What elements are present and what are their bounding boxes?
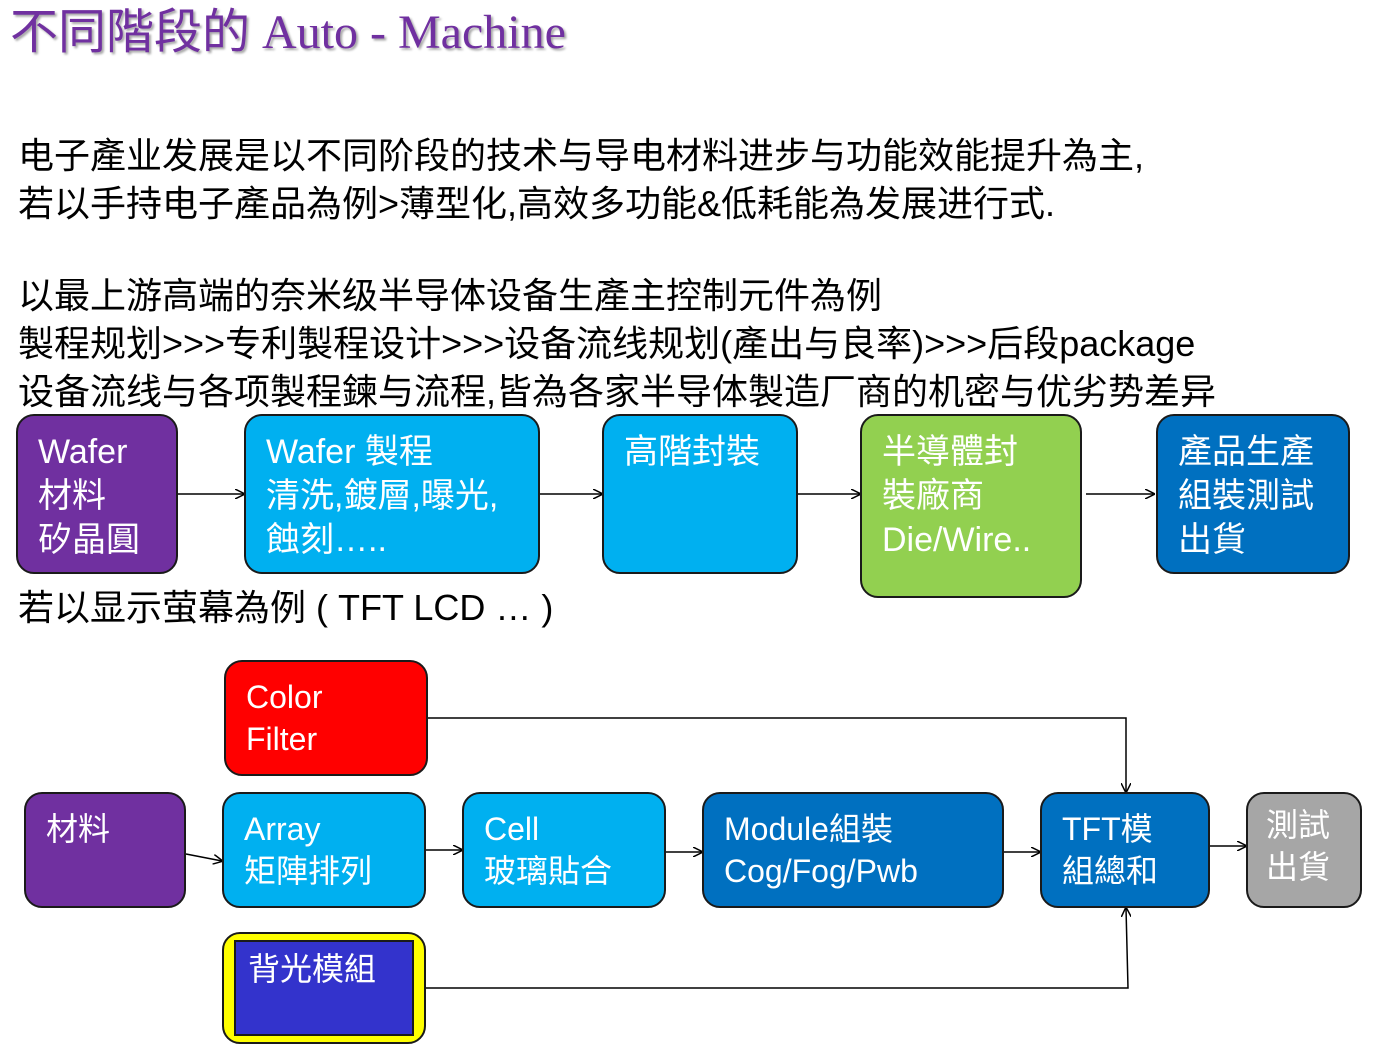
box-line: 材料	[38, 477, 106, 515]
display-example-text: 若以显示萤幕為例 ( TFT LCD … )	[18, 587, 554, 628]
box-line: 背光模組	[248, 951, 377, 987]
box-line: TFT模	[1062, 811, 1153, 847]
box-line: Cog/Fog/Pwb	[724, 853, 918, 889]
box-line: 矽晶圓	[38, 521, 140, 559]
tft-module-box: TFT模 組總和	[1040, 792, 1210, 908]
box-line: 清洗,鍍層,曝光,	[266, 477, 499, 515]
semiconductor-packaging-box: 半導體封 裝廠商 Die/Wire..	[860, 414, 1082, 598]
color-filter-box: Color Filter	[224, 660, 428, 776]
material-box: 材料	[24, 792, 186, 908]
box-line: Color	[246, 679, 323, 715]
flow2-arrow-backlight-tft	[426, 908, 1128, 989]
box-line: Array	[244, 811, 321, 847]
intro-line-1: 电子產业发展是以不同阶段的技术与导电材料进步与功能效能提升為主,	[18, 135, 1145, 176]
box-line: Module組裝	[724, 811, 893, 847]
box-line: 玻璃貼合	[484, 853, 613, 889]
box-line: 測試	[1266, 807, 1331, 843]
backlight-module-box: 背光模組	[222, 932, 426, 1044]
box-line: 出貨	[1266, 849, 1331, 885]
test-shipping-box: 測試 出貨	[1246, 792, 1362, 908]
box-line: 材料	[46, 811, 111, 847]
wafer-process-box: Wafer 製程 清洗,鍍層,曝光, 蝕刻…..	[244, 414, 540, 574]
page-title: 不同階段的 Auto - Machine	[10, 6, 566, 59]
product-assembly-box: 產品生產 組裝測試 出貨	[1156, 414, 1350, 574]
advanced-packaging-box: 高階封裝	[602, 414, 798, 574]
flow2-arrow-material-array	[185, 853, 222, 861]
box-line: 蝕刻…..	[266, 521, 387, 559]
box-line: 組總和	[1062, 853, 1159, 889]
module-box: Module組裝 Cog/Fog/Pwb	[702, 792, 1004, 908]
box-line: 矩陣排列	[244, 853, 373, 889]
backlight-inner-panel: 背光模組	[234, 940, 414, 1036]
box-line: 裝廠商	[882, 477, 984, 515]
box-line: 產品生產	[1178, 433, 1314, 471]
box-line: Filter	[246, 721, 318, 757]
semiconductor-paragraph: 以最上游高端的奈米级半导体设备生產主控制元件為例 製程规划>>>专利製程设计>>…	[18, 272, 1216, 416]
cell-box: Cell 玻璃貼合	[462, 792, 666, 908]
box-line: Die/Wire..	[882, 521, 1032, 559]
box-line: Wafer	[38, 433, 128, 471]
intro-line-2: 若以手持电子產品為例>薄型化,高效多功能&低耗能為发展进行式.	[18, 183, 1056, 224]
box-line: Cell	[484, 811, 540, 847]
flow2-arrow-colorfilter-tft	[428, 717, 1126, 792]
semiconductor-line-2: 製程规划>>>专利製程设计>>>设备流线规划(產出与良率)>>>后段packag…	[18, 323, 1196, 364]
semiconductor-line-1: 以最上游高端的奈米级半导体设备生產主控制元件為例	[18, 275, 883, 316]
intro-paragraph: 电子產业发展是以不同阶段的技术与导电材料进步与功能效能提升為主, 若以手持电子產…	[18, 132, 1144, 228]
semiconductor-line-3: 设备流线与各项製程鍊与流程,皆為各家半导体製造厂商的机密与优劣势差异	[18, 371, 1217, 412]
array-box: Array 矩陣排列	[222, 792, 426, 908]
box-line: 高階封裝	[624, 433, 760, 471]
wafer-material-box: Wafer 材料 矽晶圓	[16, 414, 178, 574]
box-line: 半導體封	[882, 433, 1018, 471]
box-line: 出貨	[1178, 521, 1246, 559]
box-line: Wafer 製程	[266, 433, 433, 471]
box-line: 組裝測試	[1178, 477, 1314, 515]
